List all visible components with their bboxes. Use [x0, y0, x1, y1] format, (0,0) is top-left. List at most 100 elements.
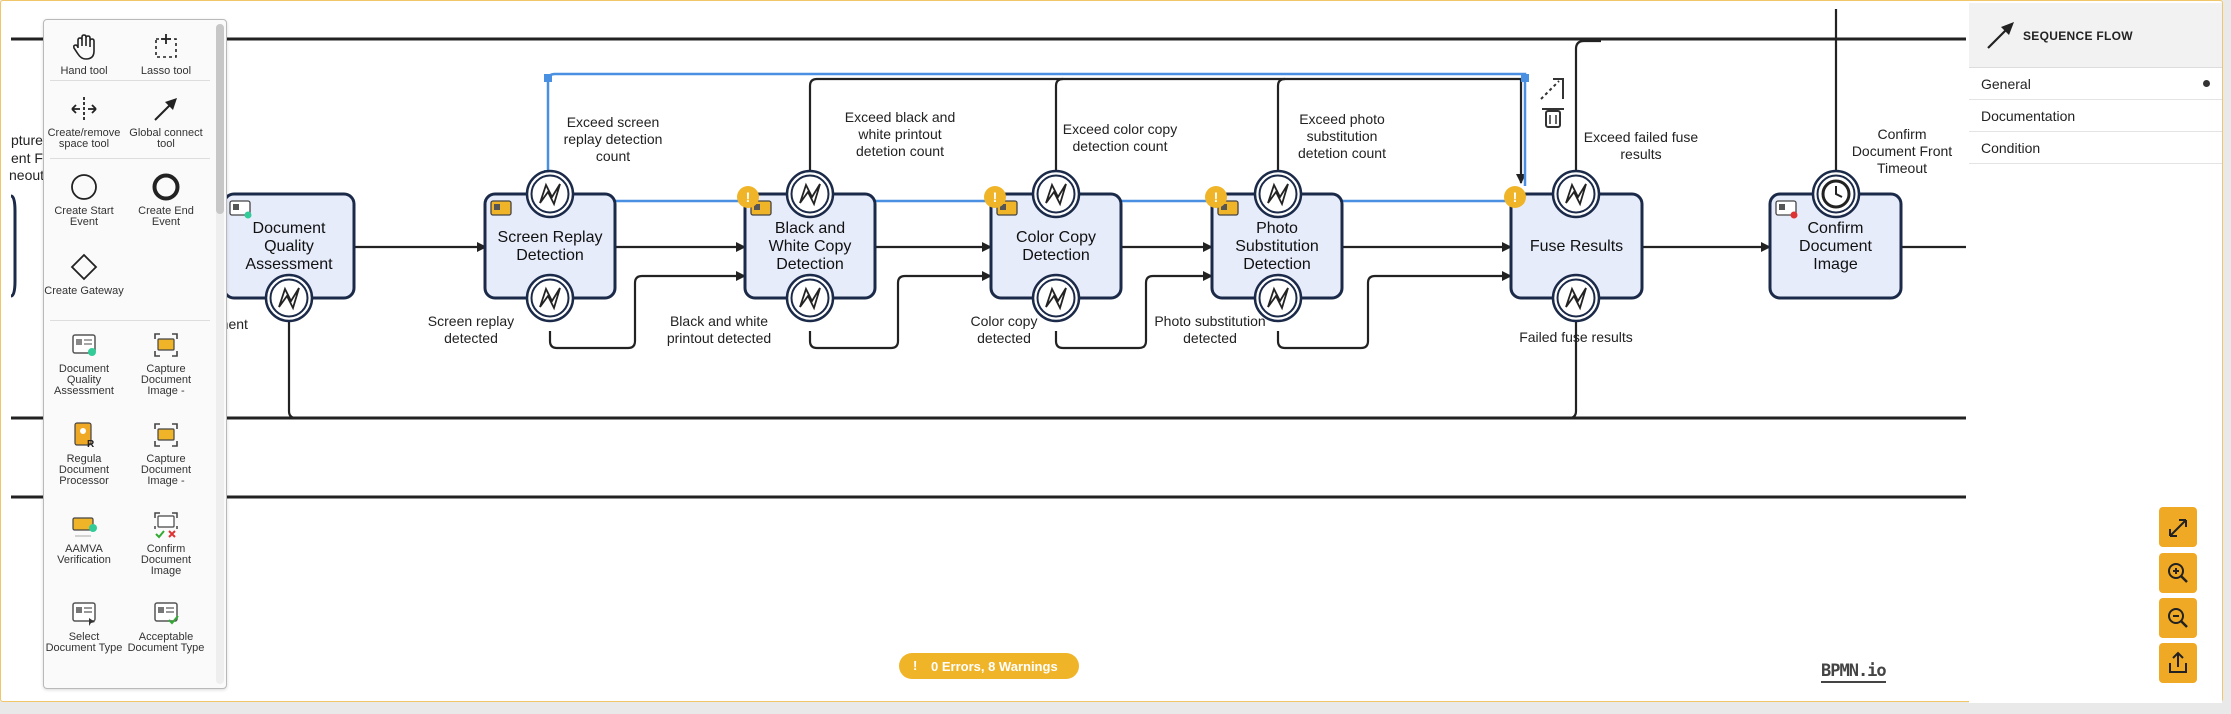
palette-scrollbar-thumb[interactable]: [216, 24, 224, 214]
validation-status-button[interactable]: ! 0 Errors, 8 Warnings: [899, 653, 1079, 679]
task-label: White Copy: [769, 238, 852, 255]
error-boundary-event[interactable]: [1031, 169, 1081, 219]
svg-text:Exceed failed fuse: Exceed failed fuse: [1584, 129, 1699, 145]
error-boundary-event[interactable]: [1551, 169, 1601, 219]
palette-document-quality[interactable]: Document Quality Assessment: [44, 330, 124, 397]
sequence-flows[interactable]: [287, 9, 1966, 420]
error-icon: [1267, 286, 1289, 311]
section-general[interactable]: General: [1969, 68, 2222, 100]
svg-text:printout detected: printout detected: [667, 330, 771, 346]
capture-document-icon: [154, 333, 178, 357]
export-button[interactable]: [2159, 643, 2197, 683]
create-start-event[interactable]: Create Start Event: [44, 172, 124, 228]
palette-separator: [50, 80, 210, 81]
context-pad[interactable]: [1540, 78, 1564, 128]
svg-text:Document Front: Document Front: [1852, 143, 1952, 159]
capture-document-icon: [154, 423, 178, 447]
palette-regula[interactable]: R Regula Document Processor: [44, 420, 124, 487]
connect-tool-icon[interactable]: [1540, 78, 1564, 100]
warning-badge[interactable]: !: [1504, 186, 1526, 208]
space-tool-icon: [71, 97, 97, 121]
fullscreen-button[interactable]: [2159, 507, 2197, 547]
warning-badge[interactable]: !: [1205, 186, 1227, 208]
zoom-in-button[interactable]: [2159, 553, 2197, 593]
svg-text:detetion count: detetion count: [856, 143, 944, 159]
error-boundary-event[interactable]: [1551, 273, 1601, 323]
delete-icon[interactable]: [1542, 108, 1564, 128]
lasso-icon: [155, 34, 177, 58]
error-boundary-event[interactable]: [1253, 273, 1303, 323]
lasso-tool[interactable]: Lasso tool: [126, 32, 206, 77]
start-event-icon: [71, 174, 97, 200]
error-boundary-event[interactable]: [1253, 169, 1303, 219]
error-icon: [1045, 286, 1067, 311]
svg-text:Exceed photo: Exceed photo: [1299, 111, 1385, 127]
palette-aamva[interactable]: AAMVA Verification: [44, 510, 124, 566]
task-label: Quality: [264, 238, 314, 255]
zoom-out-button[interactable]: [2159, 598, 2197, 638]
task-fuse-results[interactable]: Fuse Results: [1509, 192, 1644, 300]
palette-scrollbar[interactable]: [216, 24, 224, 684]
events-layer[interactable]: [264, 169, 1861, 323]
warning-badge[interactable]: !: [737, 186, 759, 208]
properties-header: SEQUENCE FLOW: [1969, 3, 2222, 68]
svg-text:Photo substitution: Photo substitution: [1154, 313, 1265, 329]
section-condition[interactable]: Condition: [1969, 132, 2222, 164]
error-boundary-event[interactable]: [785, 273, 835, 323]
error-icon: [1565, 182, 1587, 207]
svg-text:Color copy: Color copy: [971, 313, 1038, 329]
tool-label: Acceptable Document Type: [127, 631, 205, 654]
create-end-event[interactable]: Create End Event: [126, 172, 206, 228]
hand-tool[interactable]: Hand tool: [44, 32, 124, 77]
svg-text:!: !: [746, 189, 751, 205]
error-boundary-event[interactable]: [525, 273, 575, 323]
aamva-icon: [72, 517, 97, 537]
svg-text:R: R: [87, 439, 95, 450]
svg-text:!: !: [1214, 189, 1219, 205]
document-quality-icon: [229, 200, 252, 219]
svg-text:Screen replay: Screen replay: [428, 313, 514, 329]
task-label: Confirm: [1807, 220, 1863, 237]
palette-capture-document[interactable]: Capture Document Image -: [126, 330, 206, 397]
error-boundary-event[interactable]: [1031, 273, 1081, 323]
tool-palette: Hand tool Lasso tool Create/remove space…: [43, 19, 227, 689]
svg-text:count: count: [596, 148, 630, 164]
global-connect-tool[interactable]: Global connect tool: [126, 94, 206, 150]
palette-select-document-type[interactable]: Select Document Type: [44, 598, 124, 654]
palette-separator: [50, 158, 210, 159]
tool-label: Create Gateway: [44, 285, 124, 297]
warning-badge[interactable]: !: [984, 186, 1006, 208]
section-documentation[interactable]: Documentation: [1969, 100, 2222, 132]
bpmn-io-logo[interactable]: BPMN.io: [1821, 661, 1887, 683]
warnings-layer: !!!!: [737, 186, 1526, 208]
zoom-in-icon: [2168, 563, 2188, 583]
sequence-flow-icon: [1987, 22, 2014, 49]
task-label: Detection: [776, 256, 844, 273]
palette-capture-document-2[interactable]: Capture Document Image -: [126, 420, 206, 487]
tool-label: Create End Event: [138, 205, 194, 228]
error-icon: [799, 182, 821, 207]
create-gateway[interactable]: Create Gateway: [44, 252, 124, 297]
error-boundary-event[interactable]: [264, 273, 314, 323]
palette-acceptable-document-type[interactable]: Acceptable Document Type: [126, 598, 206, 654]
task-label: Black and: [775, 220, 845, 237]
properties-title: SEQUENCE FLOW: [2023, 29, 2133, 43]
cutoff-left-task[interactable]: [10, 194, 17, 298]
space-tool[interactable]: Create/remove space tool: [44, 94, 124, 150]
error-boundary-event[interactable]: [525, 169, 575, 219]
error-icon: [799, 286, 821, 311]
palette-confirm-document[interactable]: Confirm Document Image: [126, 510, 206, 577]
diagram-canvas[interactable]: pture ent F neout ument y: [1, 1, 1966, 701]
timer-boundary-event[interactable]: [1811, 169, 1861, 219]
tool-label: Regula Document Processor: [58, 453, 110, 487]
error-boundary-event[interactable]: [785, 169, 835, 219]
